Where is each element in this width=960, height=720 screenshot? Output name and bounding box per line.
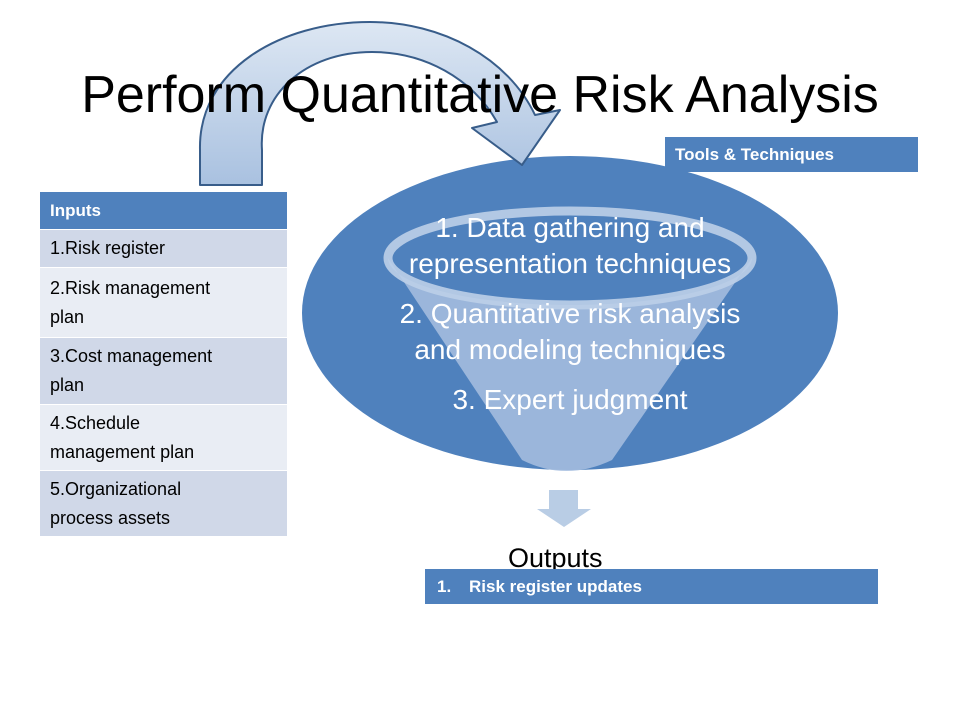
inputs-row-label: 4.Schedule management plan [50,412,195,462]
tools-item-quantitative-analysis: 2. Quantitative risk analysis and modeli… [399,298,741,365]
tools-techniques-header: Tools & Techniques [665,137,918,172]
outputs-header: Outputs [508,543,603,573]
tools-techniques-list: 1. Data gathering and representation tec… [380,210,760,432]
tools-item-data-gathering: 1. Data gathering and representation tec… [408,212,732,279]
inputs-row: 2.Risk management plan [40,268,287,338]
curved-arrow-icon [198,21,561,186]
funnel-icon [388,258,752,471]
inputs-row: 3.Cost management plan [40,338,287,405]
down-arrow-icon [537,490,591,527]
inputs-row-label: 3.Cost management plan [50,346,213,395]
inputs-row-label: 1.Risk register [50,238,166,258]
inputs-row-label: 5.Organizational process assets [50,478,182,528]
inputs-header: Inputs [40,192,287,230]
inputs-row-label: 2.Risk management plan [50,277,211,327]
inputs-row: 4.Schedule management plan [40,405,287,471]
funnel-ring [383,206,757,310]
outputs-item-number: 1. [437,577,452,596]
page-title: Perform Quantitative Risk Analysis [81,66,879,124]
outputs-item-label: Risk register updates [469,577,642,596]
tools-item-expert-judgment: 3. Expert judgment [452,384,688,415]
outputs-list: 1. Risk register updates [425,569,878,604]
inputs-row: 1.Risk register [40,230,287,268]
inputs-row: 5.Organizational process assets [40,471,287,537]
inputs-table: Inputs 1.Risk register 2.Risk management… [40,192,287,537]
